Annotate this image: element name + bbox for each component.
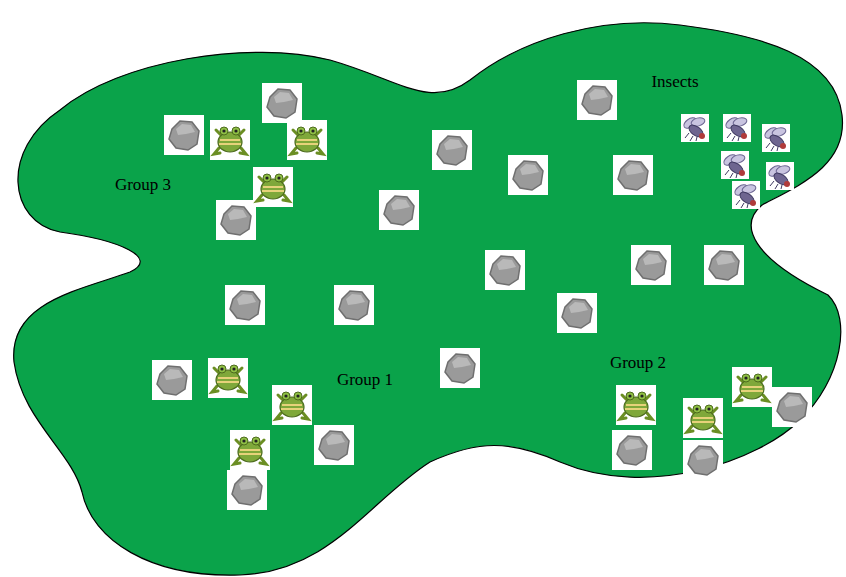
frogs xyxy=(208,120,772,470)
rock-icon xyxy=(704,245,744,285)
rocks xyxy=(152,80,812,510)
group-label: Group 1 xyxy=(337,371,393,390)
frog-icon xyxy=(732,367,772,407)
rock-icon xyxy=(432,130,472,170)
rock-icon xyxy=(557,293,597,333)
group-label: Group 2 xyxy=(610,354,666,373)
rock-icon xyxy=(612,430,652,470)
frog-icon xyxy=(210,120,250,160)
frog-icon xyxy=(616,385,656,425)
insects xyxy=(681,114,794,209)
rock-icon xyxy=(613,155,653,195)
rock-icon xyxy=(334,285,374,325)
rock-icon xyxy=(772,387,812,427)
frog-icon xyxy=(253,167,293,207)
frog-icon xyxy=(287,120,327,160)
frog-icon xyxy=(208,358,248,398)
rock-icon xyxy=(683,440,723,480)
rock-icon xyxy=(631,245,671,285)
rock-icon xyxy=(216,200,256,240)
rock-icon xyxy=(152,360,192,400)
rock-icon xyxy=(577,80,617,120)
rock-icon xyxy=(508,155,548,195)
rock-icon xyxy=(379,190,419,230)
insect-icon xyxy=(766,162,794,190)
insect-icon xyxy=(681,114,709,142)
rock-icon xyxy=(225,285,265,325)
rock-icon xyxy=(314,425,354,465)
insect-icon xyxy=(723,114,751,142)
rock-icon xyxy=(164,115,204,155)
group-label: Group 3 xyxy=(115,176,171,195)
rock-icon xyxy=(262,83,302,123)
frog-icon xyxy=(230,430,270,470)
rock-icon xyxy=(440,348,480,388)
insect-icon xyxy=(732,181,760,209)
pond-outline xyxy=(14,23,843,575)
insect-icon xyxy=(762,124,790,152)
insect-icon xyxy=(721,151,749,179)
rock-icon xyxy=(227,470,267,510)
rock-icon xyxy=(485,250,525,290)
group-label: Insects xyxy=(651,73,698,92)
frog-icon xyxy=(272,385,312,425)
frog-icon xyxy=(683,398,723,438)
